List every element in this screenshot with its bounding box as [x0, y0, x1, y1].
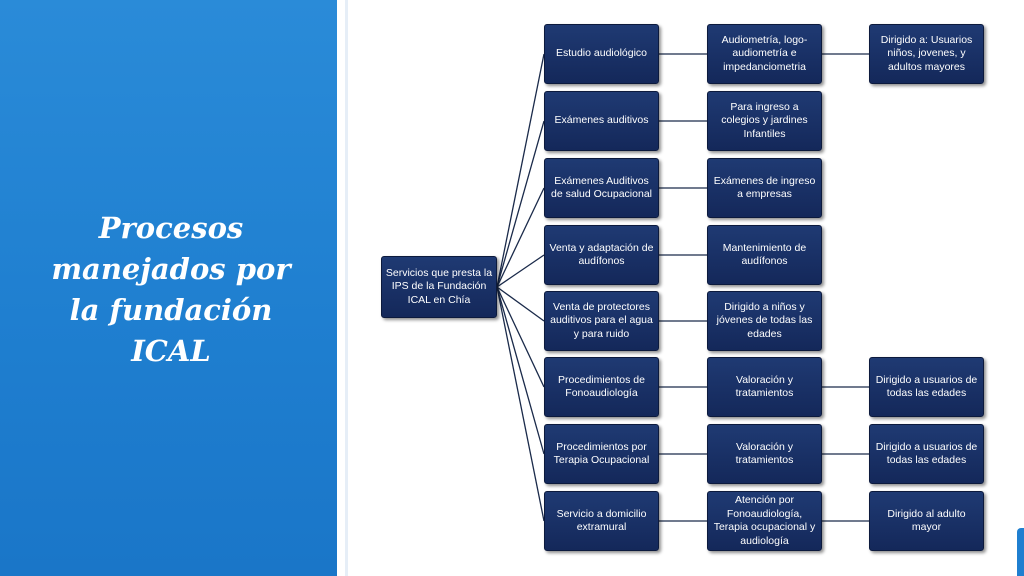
root-to-service-connector: [496, 120, 545, 288]
audience-node: Dirigido a usuarios de todas las edades: [869, 424, 984, 484]
service-node: Estudio audiológico: [544, 24, 659, 84]
detail-node: Valoración y tratamientos: [707, 357, 822, 417]
root-to-service-connector: [496, 286, 545, 522]
panel-divider-shadow: [345, 0, 348, 576]
service-node-label: Exámenes auditivos: [554, 114, 649, 127]
service-node-label: Procedimientos por Terapia Ocupacional: [553, 440, 650, 467]
corner-accent: [1017, 528, 1024, 576]
root-to-service-connector: [496, 187, 545, 288]
service-node: Venta y adaptación de audífonos: [544, 225, 659, 285]
service-node-label: Exámenes Auditivos de salud Ocupacional: [551, 174, 652, 201]
service-node: Venta de protectores auditivos para el a…: [544, 291, 659, 351]
detail-node: Atención por Fonoaudiología, Terapia ocu…: [707, 491, 822, 551]
detail-node: Valoración y tratamientos: [707, 424, 822, 484]
service-node: Exámenes Auditivos de salud Ocupacional: [544, 158, 659, 218]
audience-node-label: Dirigido a usuarios de todas las edades: [875, 440, 978, 467]
detail-node-label: Valoración y tratamientos: [735, 440, 794, 467]
detail-node: Mantenimiento de audífonos: [707, 225, 822, 285]
detail-node: Audiometría, logo-audiometría e impedanc…: [707, 24, 822, 84]
service-node: Procedimientos por Terapia Ocupacional: [544, 424, 659, 484]
root-to-service-connector: [496, 286, 545, 322]
left-title-panel: [0, 0, 337, 576]
detail-node: Dirigido a niños y jóvenes de todas las …: [707, 291, 822, 351]
service-node-label: Estudio audiológico: [555, 47, 648, 60]
detail-node-label: Audiometría, logo-audiometría e impedanc…: [721, 33, 808, 73]
slide-title: Procesos manejados por la fundación ICAL: [51, 211, 291, 368]
root-to-service-connector: [496, 53, 545, 288]
audience-node-label: Dirigido al adulto mayor: [887, 507, 966, 534]
detail-node-label: Mantenimiento de audífonos: [722, 241, 807, 268]
service-node: Procedimientos de Fonoaudiología: [544, 357, 659, 417]
detail-node-label: Exámenes de ingreso a empresas: [713, 174, 816, 201]
detail-node-label: Valoración y tratamientos: [735, 373, 794, 400]
root-node-label: Servicios que presta la IPS de la Fundac…: [385, 266, 493, 306]
audience-node: Dirigido a usuarios de todas las edades: [869, 357, 984, 417]
audience-node-label: Dirigido a usuarios de todas las edades: [875, 373, 978, 400]
detail-node-label: Atención por Fonoaudiología, Terapia ocu…: [713, 494, 816, 547]
connector-lines: [496, 53, 869, 522]
detail-node: Exámenes de ingreso a empresas: [707, 158, 822, 218]
service-node-label: Servicio a domicilio extramural: [556, 507, 647, 534]
detail-node: Para ingreso a colegios y jardines Infan…: [707, 91, 822, 151]
service-node-label: Procedimientos de Fonoaudiología: [558, 373, 645, 400]
root-to-service-connector: [496, 286, 545, 388]
root-to-service-connector: [496, 286, 545, 455]
panel-divider: [337, 0, 345, 576]
service-node: Exámenes auditivos: [544, 91, 659, 151]
audience-node: Dirigido a: Usuarios niños, jovenes, y a…: [869, 24, 984, 84]
detail-node-label: Para ingreso a colegios y jardines Infan…: [721, 100, 808, 140]
audience-node: Dirigido al adulto mayor: [869, 491, 984, 551]
service-node: Servicio a domicilio extramural: [544, 491, 659, 551]
detail-node-label: Dirigido a niños y jóvenes de todas las …: [716, 300, 813, 340]
root-node: Servicios que presta la IPS de la Fundac…: [381, 256, 497, 318]
audience-node-label: Dirigido a: Usuarios niños, jovenes, y a…: [880, 33, 973, 73]
root-to-service-connector: [496, 254, 545, 288]
service-node-label: Venta de protectores auditivos para el a…: [550, 300, 653, 340]
service-node-label: Venta y adaptación de audífonos: [549, 241, 654, 268]
